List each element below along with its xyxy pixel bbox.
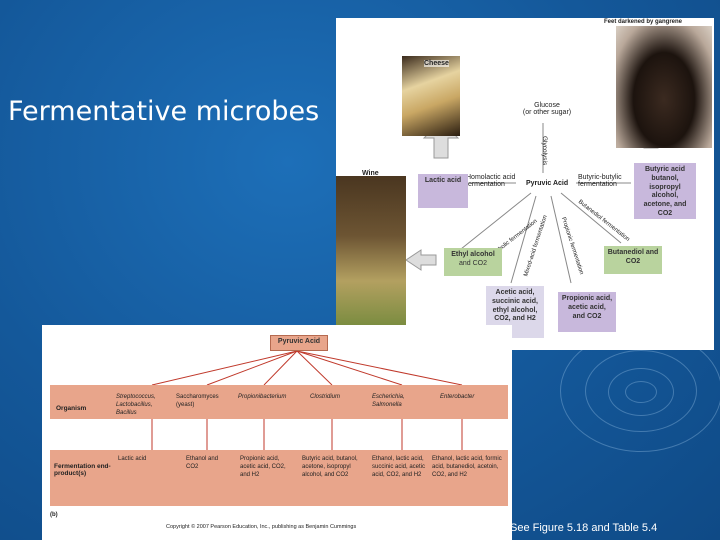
product-cell: Ethanol, lactic acid, formic acid, butan… (432, 456, 502, 479)
ethyl-alcohol-title: Ethyl alcohol (451, 251, 495, 258)
organism-cell: Clostridium (310, 394, 341, 400)
pyruvic-acid-label: Pyruvic Acid (526, 180, 569, 187)
homolactic-title: Homolactic acid (466, 174, 516, 181)
fermentation-table-figure: Pyruvic Acid Organism Fermentation end-p… (42, 325, 512, 540)
product-cell: Lactic acid (118, 456, 147, 462)
products-row-label: Fermentation end-product(s) (54, 463, 111, 477)
glycolysis-label: Glycolysis (541, 136, 548, 166)
gangrene-photo (616, 26, 712, 148)
homolactic-label: Homolactic acid fermentation (466, 174, 515, 188)
ethyl-alcohol-box: Ethyl alcohol and CO2 (444, 248, 502, 276)
arrow-to-wine-icon (405, 249, 437, 271)
organism-cell: Enterobacter (440, 394, 475, 400)
ethyl-alcohol-subtitle: and CO2 (458, 259, 488, 267)
cheese-photo (402, 56, 460, 136)
panel-label: (b) (50, 512, 58, 518)
slide-title: Fermentative microbes (8, 96, 320, 127)
table-pyruvic-acid: Pyruvic Acid (270, 335, 328, 351)
propionic-products-box: Propionic acid, acetic acid, and CO2 (558, 292, 616, 332)
wine-label: Wine (362, 170, 379, 177)
butyric-fermentation-title: Butyric-butylic (578, 174, 622, 181)
fermentation-pathway-figure: Cheese Wine Feet darkened by gangrene Gl… (336, 18, 714, 350)
product-cell: Butyric acid, butanol, acetone, isopropy… (302, 456, 358, 479)
glucose-title: Glucose (534, 102, 560, 109)
butanediol-box: Butanediol and CO2 (604, 246, 662, 274)
butyric-products-box: Butyric acid butanol, isopropyl alcohol,… (634, 163, 696, 219)
organism-cell: Streptococcus, Lactobacillus, Bacillus (116, 394, 156, 417)
table-branches (151, 350, 463, 450)
product-cell: Propionic acid, acetic acid, CO2, and H2 (240, 456, 286, 479)
wine-photo (336, 176, 406, 326)
copyright-text: Copyright © 2007 Pearson Education, Inc.… (166, 524, 357, 530)
product-cell: Ethanol and CO2 (186, 456, 219, 471)
organism-cell: Escherichia, Salmonella (372, 394, 405, 409)
cheese-label: Cheese (424, 60, 449, 67)
organism-cell: Saccharomyces (yeast) (176, 394, 219, 409)
figure-reference-text: See Figure 5.18 and Table 5.4 (510, 522, 658, 534)
gangrene-label: Feet darkened by gangrene (604, 19, 683, 25)
glucose-subtitle: (or other sugar) (522, 109, 572, 116)
organism-row-label: Organism (56, 405, 87, 412)
products-row (50, 450, 508, 506)
lactic-acid-box: Lactic acid (418, 174, 468, 208)
glucose-label: Glucose (or other sugar) (522, 102, 572, 116)
organism-row (50, 385, 508, 419)
organism-cell: Propionibacterium (238, 394, 287, 400)
product-cell: Ethanol, lactic acid, succinic acid, ace… (372, 456, 426, 479)
butyric-fermentation-subtitle: fermentation (578, 181, 617, 188)
homolactic-subtitle: fermentation (466, 181, 505, 188)
butyric-fermentation-label: Butyric-butylic fermentation (578, 174, 622, 188)
